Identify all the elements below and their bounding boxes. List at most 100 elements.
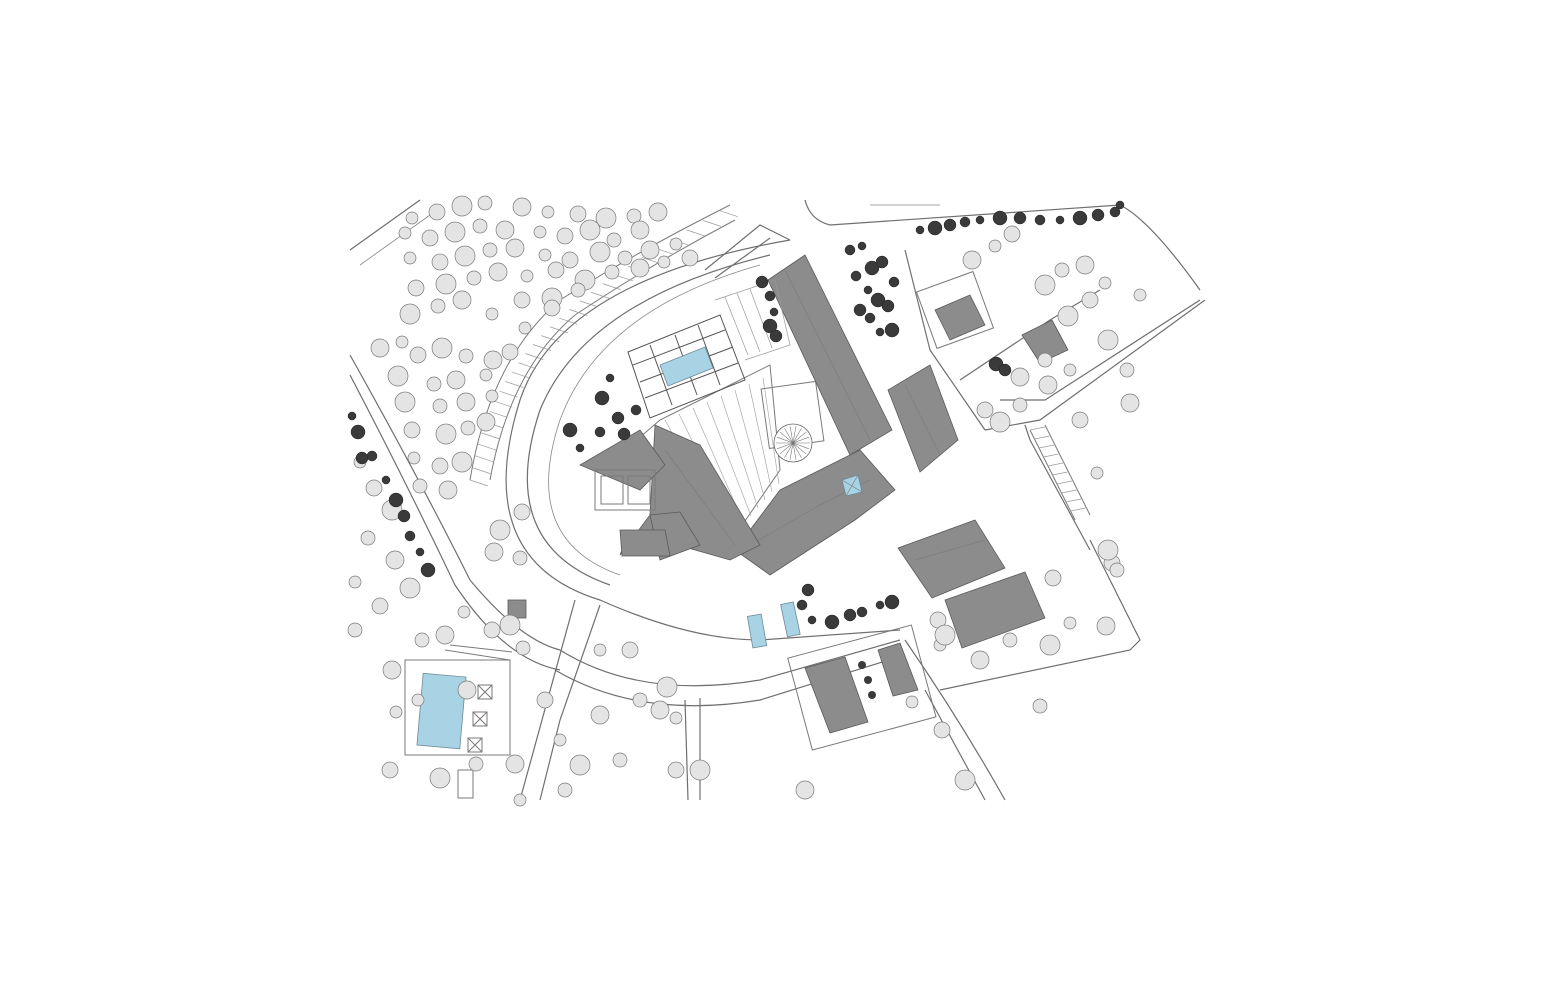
olive-tree xyxy=(1071,411,1089,429)
bush xyxy=(868,691,876,699)
olive-tree xyxy=(606,232,622,248)
olive-tree xyxy=(1119,362,1135,378)
olive-tree xyxy=(1097,329,1119,351)
south-garage-right xyxy=(877,642,919,697)
olive-tree xyxy=(1032,698,1048,714)
olive-tree xyxy=(479,368,493,382)
olive-tree xyxy=(414,632,430,648)
olive-tree xyxy=(399,577,421,599)
olive-tree xyxy=(360,530,376,546)
cypress-tree xyxy=(998,363,1012,377)
cypress-tree xyxy=(630,404,642,416)
cypress-tree xyxy=(943,218,957,232)
olive-tree xyxy=(512,197,532,217)
olive-tree xyxy=(458,348,474,364)
cypress-tree xyxy=(1072,210,1088,226)
olive-tree xyxy=(543,299,561,317)
cypress-tree xyxy=(853,303,867,317)
cypress-tree xyxy=(857,241,867,251)
east-pavilion xyxy=(887,364,959,473)
cypress-tree xyxy=(915,225,925,235)
olive-tree xyxy=(1003,225,1021,243)
cypress-tree xyxy=(594,426,606,438)
cypress-tree xyxy=(807,615,817,625)
olive-tree xyxy=(430,298,446,314)
south-west-pool xyxy=(416,672,467,750)
olive-tree xyxy=(689,759,711,781)
olive-tree xyxy=(681,249,699,267)
cypress-tree xyxy=(850,270,862,282)
cypress-tree xyxy=(843,608,857,622)
olive-tree xyxy=(593,643,607,657)
olive-tree xyxy=(438,480,458,500)
olive-tree xyxy=(536,691,554,709)
cypress-tree xyxy=(1034,214,1046,226)
olive-tree xyxy=(457,605,471,619)
south-garage-left xyxy=(804,656,869,734)
cypress-tree xyxy=(870,292,886,308)
olive-tree xyxy=(407,279,425,297)
south-east-block xyxy=(897,519,1006,599)
olive-tree xyxy=(403,421,421,439)
olive-tree xyxy=(988,239,1002,253)
olive-tree xyxy=(1075,255,1095,275)
olive-tree xyxy=(431,337,453,359)
cloister xyxy=(627,279,791,419)
olive-tree xyxy=(426,376,442,392)
olive-tree xyxy=(556,227,574,245)
olive-tree xyxy=(429,767,451,789)
olive-tree xyxy=(650,700,670,720)
olive-tree xyxy=(905,695,919,709)
olive-tree xyxy=(477,195,493,211)
olive-tree xyxy=(589,241,611,263)
cypress-tree xyxy=(388,492,404,508)
olive-tree xyxy=(604,264,620,280)
cypress-tree xyxy=(381,475,391,485)
olive-tree xyxy=(399,303,421,325)
olive-tree xyxy=(547,261,565,279)
olive-tree xyxy=(385,550,405,570)
cypress-tree xyxy=(927,220,943,236)
cypress-tree xyxy=(875,327,885,337)
olive-tree xyxy=(431,457,449,475)
olive-tree xyxy=(451,451,473,473)
olive-tree xyxy=(648,202,668,222)
olive-tree xyxy=(476,412,496,432)
olive-tree xyxy=(989,411,1011,433)
bush xyxy=(858,661,866,669)
olive-tree xyxy=(405,211,419,225)
cypress-tree xyxy=(404,530,416,542)
olive-tree xyxy=(501,343,519,361)
olive-tree xyxy=(617,250,633,266)
cypress-tree xyxy=(350,424,366,440)
olive-tree xyxy=(389,705,403,719)
olive-tree xyxy=(409,346,427,364)
olive-tree xyxy=(395,335,409,349)
cypress-tree xyxy=(1091,208,1105,222)
olive-tree xyxy=(1044,569,1062,587)
olive-tree xyxy=(1133,288,1147,302)
olive-tree xyxy=(387,365,409,387)
olive-tree xyxy=(489,519,511,541)
olive-tree xyxy=(435,273,457,295)
cypress-tree xyxy=(575,443,585,453)
olive-tree xyxy=(382,660,402,680)
olive-tree xyxy=(411,693,425,707)
olive-tree xyxy=(1034,274,1056,296)
olive-tree xyxy=(431,253,449,271)
cypress-tree xyxy=(1013,211,1027,225)
cypress-tree xyxy=(769,307,779,317)
olive-tree xyxy=(1063,616,1077,630)
olive-tree xyxy=(579,219,601,241)
cypress-tree xyxy=(875,600,885,610)
olive-tree xyxy=(444,221,466,243)
cypress-tree xyxy=(347,411,357,421)
olive-tree xyxy=(412,478,428,494)
olive-tree xyxy=(669,711,683,725)
cypress-tree xyxy=(801,583,815,597)
cypress-tree xyxy=(617,427,631,441)
olive-tree xyxy=(488,262,508,282)
olive-tree xyxy=(1090,466,1104,480)
olive-tree xyxy=(452,290,472,310)
